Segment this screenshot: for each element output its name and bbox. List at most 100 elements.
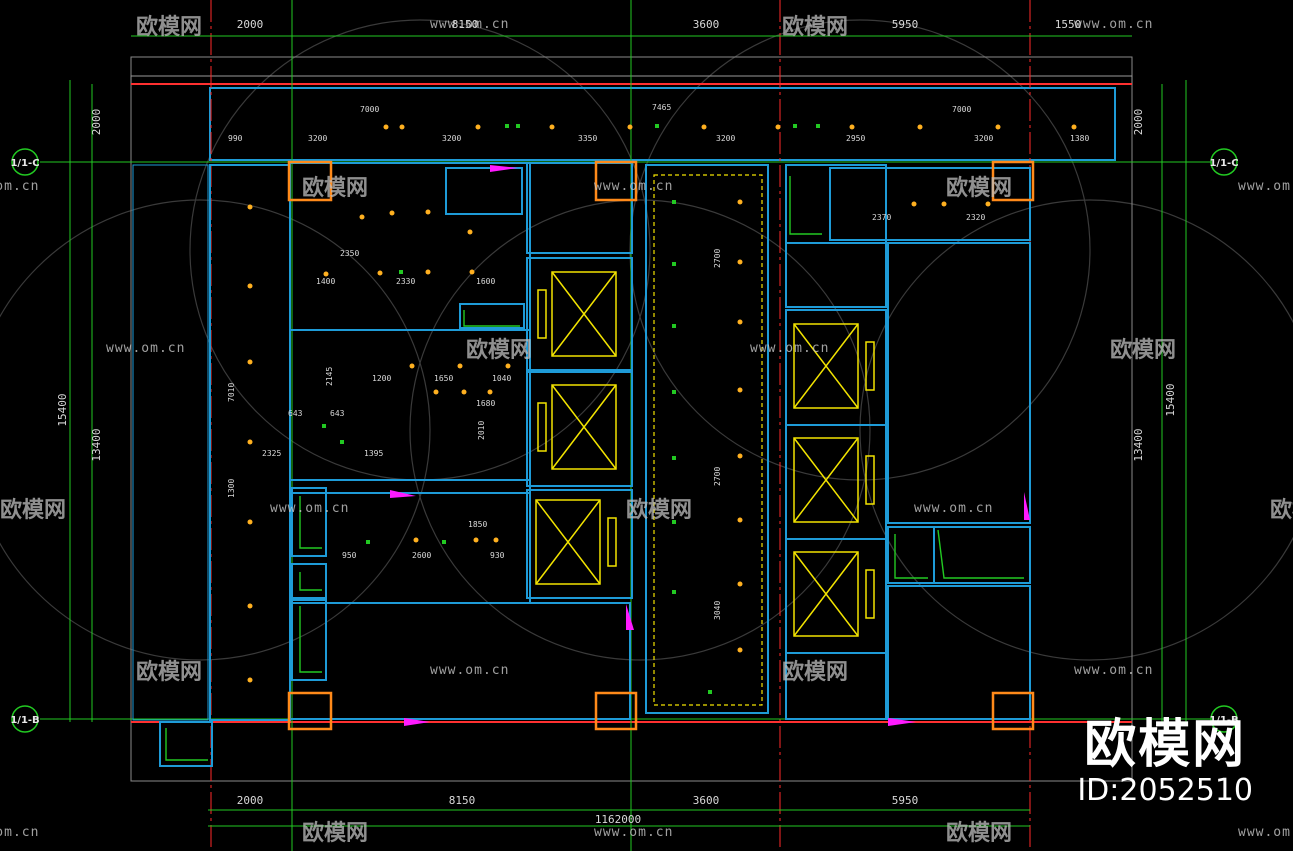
watermark-logo-11: 欧模网: [782, 659, 848, 685]
watermark-logo-6: 欧模网: [1110, 337, 1176, 363]
left-dim-2: 15400: [56, 393, 69, 426]
corridor-outline: [653, 174, 763, 706]
inner-dim-14: 2600: [412, 551, 431, 560]
top-dim-3: 3600: [693, 18, 720, 31]
inner-dim-3: 2330: [396, 277, 415, 286]
inner-top-dim-11: 1380: [1070, 134, 1089, 143]
watermark-logo-2: 欧模网: [782, 14, 848, 40]
left-dim-1: 2000: [90, 109, 103, 136]
inner-top-dim-1: 7000: [360, 105, 379, 114]
watermark-url-11: www.om.cn: [1074, 663, 1153, 678]
inner-dim-8: 1680: [476, 399, 495, 408]
brand-logo-text: 欧模网: [1084, 715, 1247, 775]
watermark-url-7: www.om.cn: [750, 341, 829, 356]
bottom-dim-total: 1162000: [595, 813, 641, 826]
watermark-url-9: www.om.cn: [914, 501, 993, 516]
door-markers: [390, 165, 1030, 726]
dimension-lines: [69, 35, 1187, 827]
watermark-url-13: www.om.cn: [594, 825, 673, 840]
inner-dim-7: 1040: [492, 374, 511, 383]
watermark-urls: www.om.cn www.om.cn www.om.cn www.om.cn …: [0, 17, 1293, 840]
inner-dim-25: 2145: [325, 367, 334, 386]
watermark-url-8: www.om.cn: [270, 501, 349, 516]
bottom-dim-1: 2000: [237, 794, 264, 807]
inner-top-dim-10: 3200: [974, 134, 993, 143]
watermark-url-1: www.om.cn: [430, 17, 509, 32]
columns: [287, 160, 1035, 731]
watermark-url-4: www.om.cn: [594, 179, 673, 194]
inner-top-dim-3: 7000: [952, 105, 971, 114]
watermark-url-3: www.om.cn: [0, 179, 39, 194]
inner-top-dim-8: 3200: [716, 134, 735, 143]
watermark-logo-1: 欧模网: [136, 14, 202, 40]
inner-dim-2: 1400: [316, 277, 335, 286]
watermark-logo-10: 欧模网: [136, 659, 202, 685]
inner-dim-9: 643: [288, 409, 303, 418]
bottom-dim-4: 5950: [892, 794, 919, 807]
axis-label-left-bottom: 1/1-B: [10, 715, 39, 726]
axis-label-left-top: 1/1-C: [10, 158, 39, 169]
watermark-logo-7: 欧模网: [0, 497, 66, 523]
grid-lines: [40, 0, 1215, 851]
inner-dim-18: 2320: [966, 213, 985, 222]
walls: [132, 162, 1031, 767]
inner-dim-11: 1395: [364, 449, 383, 458]
axis-bubble-left-bottom: [11, 705, 39, 733]
model-id: ID:2052510: [1077, 773, 1253, 808]
inner-dim-4: 1600: [476, 277, 495, 286]
inner-dim-19: 7010: [227, 383, 236, 402]
watermark-url-5: www.om.cn: [1238, 179, 1293, 194]
light-fixtures: [247, 124, 1077, 683]
watermark-logo-9: 欧模网: [1270, 497, 1293, 523]
watermark-logo-12: 欧模网: [302, 820, 368, 846]
inner-dim-12: 2325: [262, 449, 281, 458]
inner-dim-5: 1200: [372, 374, 391, 383]
watermark-url-10: www.om.cn: [430, 663, 509, 678]
watermark-logo-13: 欧模网: [946, 820, 1012, 846]
right-dim-1: 2000: [1132, 109, 1145, 136]
inner-top-dim-4: 990: [228, 134, 243, 143]
bottom-dim-3: 3600: [693, 794, 720, 807]
inner-dim-20: 1300: [227, 479, 236, 498]
watermark-logo-8: 欧模网: [626, 497, 692, 523]
right-dim-2: 15400: [1164, 383, 1177, 416]
inner-dim-10: 643: [330, 409, 345, 418]
top-dim-4: 5950: [892, 18, 919, 31]
watermark-url-14: www.om.cn: [1238, 825, 1293, 840]
inner-dim-22: 2700: [713, 467, 722, 486]
top-dim-5: 1550: [1055, 18, 1082, 31]
inner-dim-1: 2350: [340, 249, 359, 258]
bottom-dim-2: 8150: [449, 794, 476, 807]
axis-bubbles: [11, 148, 1238, 733]
inner-top-dim-6: 3200: [442, 134, 461, 143]
watermark-logo-3: 欧模网: [302, 175, 368, 201]
inner-dim-15: 950: [342, 551, 357, 560]
axis-bubble-left-top: [11, 148, 39, 176]
axis-bubble-right-top: [1210, 148, 1238, 176]
inner-dim-24: 2010: [477, 421, 486, 440]
axis-label-right-top: 1/1-C: [1209, 158, 1238, 169]
inner-dim-6: 1650: [434, 374, 453, 383]
top-dim-1: 2000: [237, 18, 264, 31]
right-dim-3: 13400: [1132, 428, 1145, 461]
watermark-url-6: www.om.cn: [106, 341, 185, 356]
left-dim-3: 13400: [90, 428, 103, 461]
elevators: [535, 271, 875, 637]
inner-dim-17: 2370: [872, 213, 891, 222]
watermark-logos: 欧模网 欧模网 欧模网 欧模网 欧模网 欧模网 欧模网 欧模网 欧模网 欧模网 …: [0, 14, 1293, 846]
inner-dim-21: 2700: [713, 249, 722, 268]
watermark-url-2: www.om.cn: [1074, 17, 1153, 32]
top-dim-2: 8150: [452, 18, 479, 31]
watermark-url-12: www.om.cn: [0, 825, 39, 840]
brand-badge: 欧模网 ID:2052510: [1077, 716, 1253, 808]
watermark-logo-4: 欧模网: [946, 175, 1012, 201]
inner-top-dim-5: 3200: [308, 134, 327, 143]
inner-dim-23: 3040: [713, 601, 722, 620]
axis-label-right-bottom: 1/1-B: [1209, 715, 1238, 726]
inner-top-dim-9: 2950: [846, 134, 865, 143]
green-fixtures: [165, 176, 1024, 761]
inner-top-dim-7: 3350: [578, 134, 597, 143]
inner-dim-13: 1850: [468, 520, 487, 529]
watermark-logo-5: 欧模网: [466, 337, 532, 363]
